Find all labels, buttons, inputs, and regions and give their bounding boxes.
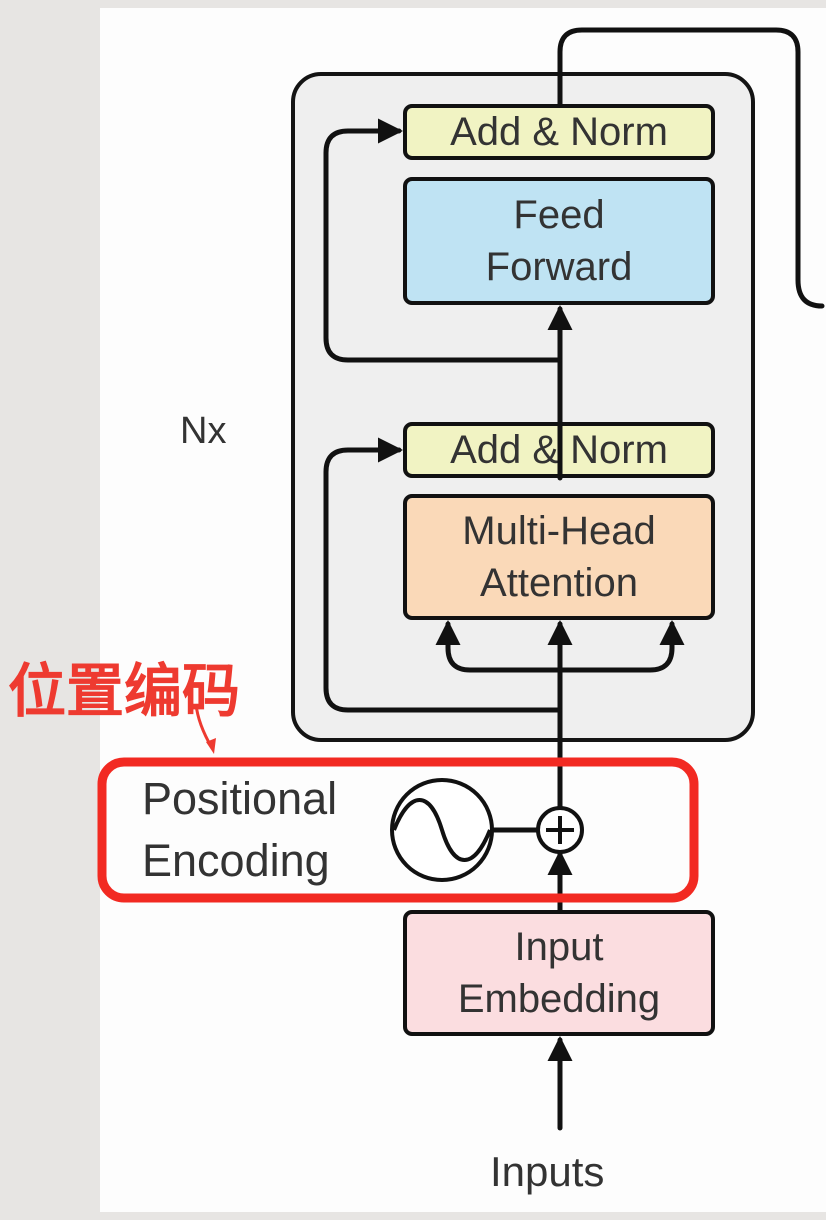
multi-head-attention-block: Multi-Head Attention [403,494,715,620]
feed-forward-line2: Forward [485,245,633,289]
sine-wave-icon [390,778,494,882]
multi-head-attention-line2: Attention [480,561,638,605]
residual-arrow-feed-forward [323,118,563,363]
input-embedding-line1: Input [514,925,604,969]
positional-encoding-highlight [97,757,699,903]
positional-encoding-line1: Positional [142,773,338,824]
input-embedding-line2: Embedding [457,977,661,1021]
attention-right-branch-arrow [557,619,685,673]
positional-encoding-line2: Encoding [142,835,330,886]
residual-arrow-attention [323,437,563,713]
feed-forward-line1: Feed [513,193,605,237]
multi-head-attention-line1: Multi-Head [462,509,656,553]
add-circle-icon [536,806,584,854]
feed-forward-block: Feed Forward [403,177,715,305]
repeat-label: Nx [180,410,227,452]
attention-left-branch-arrow [435,619,563,673]
annotation-label: 位置编码 [8,659,241,724]
positional-encoding-label: Positional Encoding [142,768,337,892]
add-norm-top-label: Add & Norm [450,110,668,154]
inputs-label: Inputs [490,1148,605,1195]
add-norm-top-block: Add & Norm [403,104,715,160]
output-line [557,27,825,309]
